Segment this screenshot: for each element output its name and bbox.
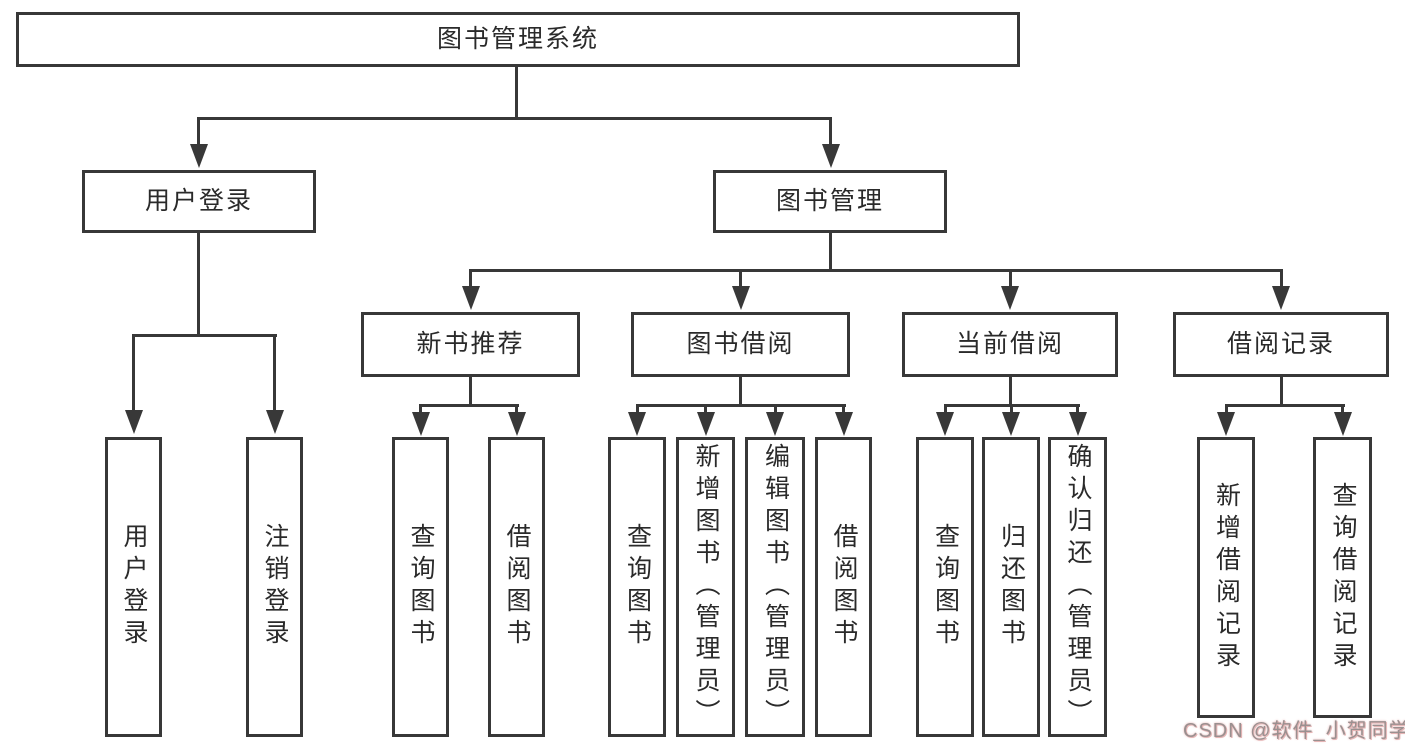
node-library-system: 图书管理系统 — [16, 12, 1020, 67]
leaf-logout: 注销登录 — [246, 437, 303, 737]
line-segment — [829, 119, 832, 146]
line-segment — [132, 334, 277, 337]
node-new-book-recommendation: 新书推荐 — [361, 312, 580, 377]
line-segment — [1224, 406, 1228, 414]
line-segment — [132, 336, 135, 410]
watermark-text: CSDN @软件_小贺同学 — [1183, 720, 1405, 742]
arrowhead — [821, 144, 840, 168]
arrowhead — [1001, 286, 1019, 310]
line-segment — [1008, 375, 1012, 406]
arrowhead — [461, 286, 480, 310]
arrowhead — [265, 410, 284, 434]
line-segment — [514, 66, 518, 119]
leaf-query-books-current: 查询图书 — [916, 437, 974, 737]
leaf-confirm-return-admin: 确认归还（管理员） — [1048, 437, 1107, 737]
line-segment — [943, 404, 1080, 407]
node-book-borrowing: 图书借阅 — [631, 312, 850, 377]
line-segment — [1009, 406, 1013, 414]
arrowhead — [834, 412, 853, 436]
line-segment — [842, 406, 845, 414]
line-segment — [1076, 406, 1079, 414]
arrowhead — [507, 412, 526, 436]
arrowhead — [628, 412, 646, 436]
line-segment — [704, 406, 707, 414]
arrowhead — [696, 412, 715, 436]
arrowhead — [936, 412, 954, 436]
arrowhead — [1068, 412, 1087, 436]
line-segment — [469, 271, 472, 286]
arrowhead — [124, 410, 143, 434]
node-book-management-module: 图书管理 — [713, 170, 947, 233]
arrowhead — [1272, 286, 1290, 310]
leaf-query-books-recommend: 查询图书 — [392, 437, 449, 737]
leaf-user-login: 用户登录 — [105, 437, 162, 737]
arrowhead — [1217, 412, 1235, 436]
line-segment — [739, 271, 742, 286]
line-segment — [1279, 271, 1283, 286]
arrowhead — [766, 412, 784, 436]
arrowhead — [731, 286, 750, 310]
line-segment — [197, 231, 200, 336]
arrowhead — [1002, 412, 1020, 436]
arrowhead — [411, 412, 430, 436]
leaf-add-book-admin: 新增图书（管理员） — [676, 437, 735, 737]
leaf-borrow-books-recommend: 借阅图书 — [488, 437, 545, 737]
line-segment — [273, 336, 276, 410]
line-segment — [773, 406, 777, 414]
line-segment — [1224, 404, 1345, 407]
arrowhead — [1333, 412, 1352, 436]
line-segment — [828, 231, 832, 272]
line-segment — [1279, 375, 1283, 406]
line-segment — [943, 406, 947, 414]
line-segment — [469, 269, 1283, 272]
line-segment — [739, 375, 742, 406]
line-segment — [1341, 406, 1344, 414]
leaf-query-borrow-record: 查询借阅记录 — [1313, 437, 1372, 718]
line-segment — [197, 119, 200, 146]
leaf-edit-book-admin: 编辑图书（管理员） — [745, 437, 805, 737]
leaf-query-books-borrowing: 查询图书 — [608, 437, 666, 737]
line-segment — [635, 404, 846, 407]
leaf-add-borrow-record: 新增借阅记录 — [1197, 437, 1255, 718]
arrowhead — [189, 144, 208, 168]
line-segment — [635, 406, 639, 414]
line-segment — [419, 404, 519, 407]
node-current-borrowing: 当前借阅 — [902, 312, 1118, 377]
leaf-borrow-books-borrowing: 借阅图书 — [815, 437, 872, 737]
line-segment — [469, 375, 472, 406]
line-segment — [197, 117, 832, 120]
line-segment — [515, 406, 518, 414]
node-user-login-module: 用户登录 — [82, 170, 316, 233]
line-segment — [419, 406, 422, 414]
line-segment — [1008, 271, 1012, 286]
leaf-return-books: 归还图书 — [982, 437, 1040, 737]
node-borrowing-records: 借阅记录 — [1173, 312, 1389, 377]
